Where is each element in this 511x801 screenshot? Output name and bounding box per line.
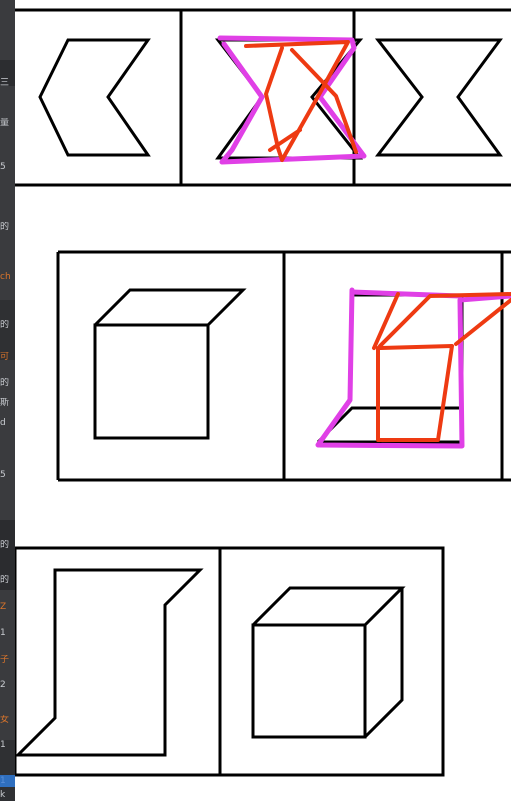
red-annotation — [372, 292, 511, 442]
strip-text: 1 — [0, 776, 6, 786]
strip-text: 5 — [0, 162, 6, 172]
strip-band — [0, 60, 15, 86]
strip-text: 1 — [0, 628, 6, 638]
background-window-strip: 三 量 5 的 ch 的 可 的 斯 d 5 的 的 Z 1 子 2 女 1 1… — [0, 0, 15, 801]
strip-text: 的 — [0, 378, 10, 388]
strip-text: 量 — [0, 118, 10, 128]
puzzle-row-3 — [15, 546, 445, 777]
hourglass-figure — [374, 38, 503, 157]
strip-text: 的 — [0, 575, 10, 585]
strip-text: 2 — [0, 680, 6, 690]
strip-text: 斯 — [0, 398, 10, 408]
strip-text: 子 — [0, 655, 10, 665]
strip-text: 的 — [0, 540, 10, 550]
strip-text: Z — [0, 602, 7, 612]
pen-annotations — [217, 35, 511, 449]
cube-figure — [251, 586, 406, 739]
row3-frame — [15, 546, 445, 777]
strip-text: 三 — [0, 78, 10, 88]
strip-text: k — [0, 790, 6, 800]
strip-text: 女 — [0, 715, 10, 725]
puzzle-image — [15, 0, 511, 801]
folded-strip-figure — [15, 568, 204, 757]
magenta-annotation — [217, 35, 367, 165]
strip-text: 的 — [0, 222, 10, 232]
cube-figure — [93, 288, 247, 440]
red-annotation — [244, 40, 358, 162]
strip-text: 可 — [0, 352, 10, 362]
strip-text: 1 — [0, 740, 6, 750]
puzzle-figures — [15, 8, 511, 777]
strip-text: 的 — [0, 320, 10, 330]
strip-text: 5 — [0, 470, 6, 480]
strip-band — [0, 520, 15, 590]
chevron-arrow-figure — [38, 38, 151, 157]
strip-text: d — [0, 418, 6, 428]
strip-accent — [0, 775, 15, 787]
strip-text: ch — [0, 272, 11, 282]
strip-band — [0, 300, 15, 360]
